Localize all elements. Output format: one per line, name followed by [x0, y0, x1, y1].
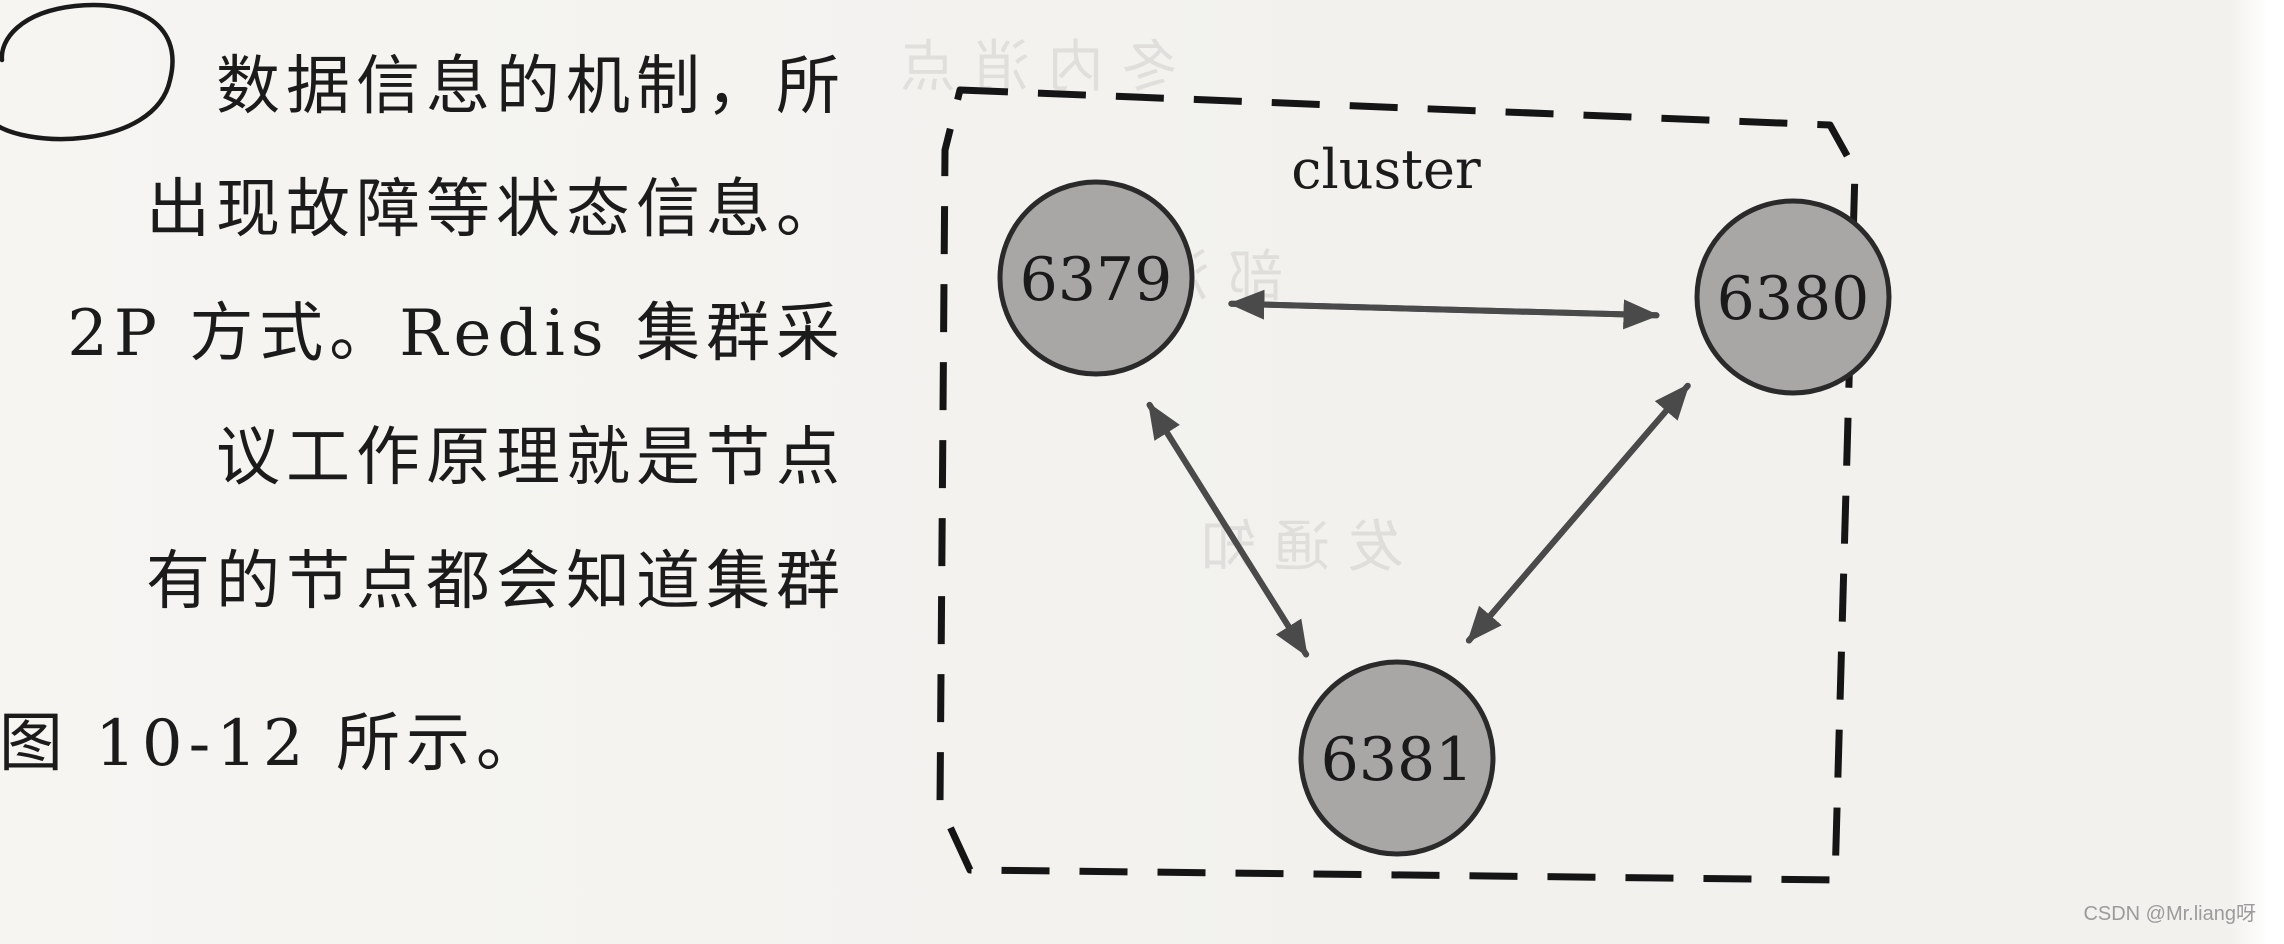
body-text-line: 有的节点都会知道集群 — [146, 545, 846, 619]
body-text-line: 图 10-12 所示。 — [0, 707, 546, 781]
page-edge — [2230, 0, 2284, 944]
cluster-diagram: cluster 6379 6380 6381 — [936, 86, 1892, 884]
cluster-node: 6379 — [997, 179, 1195, 377]
cluster-node: 6380 — [1694, 198, 1892, 396]
cluster-title: cluster — [1291, 138, 1481, 201]
gossip-arrow-c-to-b — [1465, 382, 1691, 644]
body-text-line: 议工作原理就是节点 — [216, 421, 846, 495]
gossip-arrow-b-to-a — [1228, 289, 1660, 320]
body-text-line: 出现故障等状态信息。 — [146, 173, 846, 247]
cluster-node: 6381 — [1298, 659, 1496, 857]
node-label: 6381 — [1321, 725, 1474, 795]
body-text-line: 数据信息的机制，所 — [216, 50, 846, 124]
gossip-arrow-c-to-a — [1146, 401, 1310, 658]
body-text-line: 2P 方式。Redis 集群采 — [67, 297, 846, 371]
node-circle — [1298, 659, 1496, 857]
cluster-boundary — [936, 86, 1859, 884]
node-circle — [997, 179, 1195, 377]
node-label: 6379 — [1020, 245, 1173, 315]
node-label: 6380 — [1717, 264, 1870, 334]
node-circle — [1694, 198, 1892, 396]
watermark: CSDN @Mr.liang呀 — [2083, 903, 2256, 925]
handwritten-circle-annotation — [0, 2, 175, 142]
